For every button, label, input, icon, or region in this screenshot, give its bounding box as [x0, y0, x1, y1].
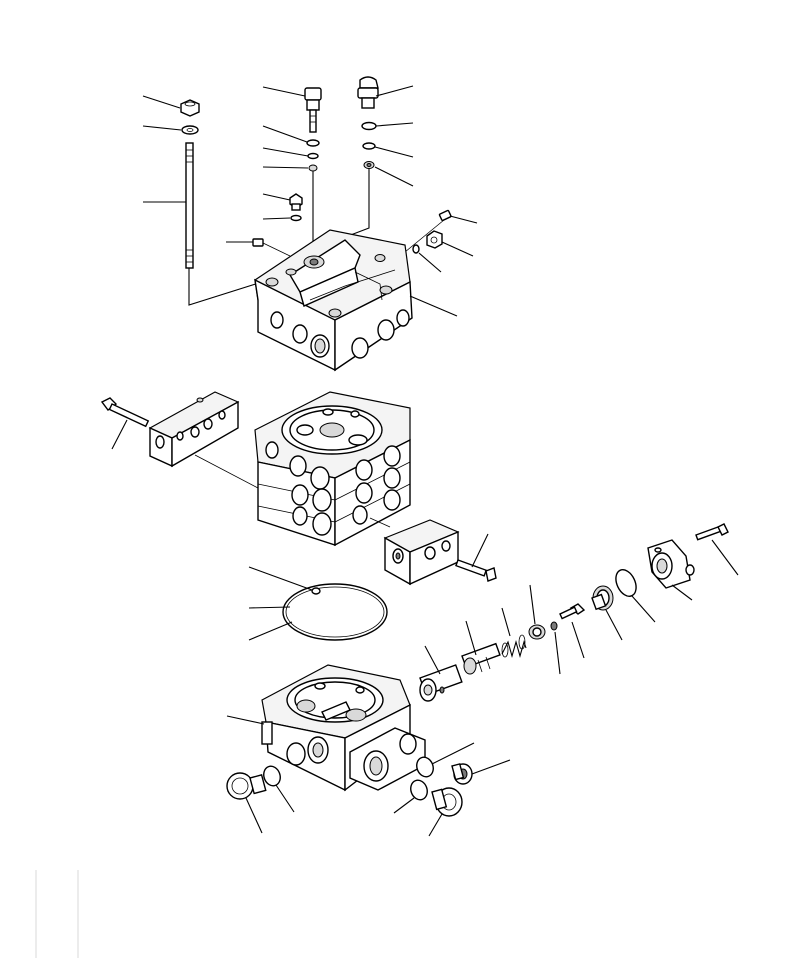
valve-body-bottom [261, 664, 426, 792]
scan-artifact [35, 870, 79, 958]
leader-line [375, 85, 414, 97]
side-block-right [383, 519, 460, 586]
leader-line [275, 784, 295, 813]
side-block-left [148, 391, 240, 468]
hex-bolt [100, 397, 150, 428]
leader-line [226, 715, 265, 725]
leader-line [111, 419, 128, 450]
leader-line [605, 609, 623, 641]
plug [226, 772, 267, 800]
connector-plug [426, 230, 443, 249]
leader-line [424, 645, 441, 675]
leader-line [418, 252, 442, 273]
assembly-line [188, 268, 263, 306]
leader-line [262, 217, 291, 220]
o-ring [362, 142, 376, 150]
leader-line [441, 241, 474, 257]
o-ring [263, 765, 281, 787]
spool [461, 642, 501, 675]
plug [431, 787, 463, 817]
small-plug [289, 193, 303, 211]
leader-line [393, 797, 415, 814]
assembly-line [194, 454, 259, 489]
leader-line [711, 539, 739, 576]
o-ring [410, 779, 428, 801]
o-ring [361, 121, 377, 131]
spool-end [419, 664, 463, 702]
leader-line [671, 584, 693, 601]
leader-line [262, 193, 291, 201]
leader-line [471, 533, 489, 568]
leader-line [245, 797, 263, 834]
stud-bolt [185, 142, 194, 269]
leader-line [409, 295, 458, 317]
leader-line [248, 621, 293, 641]
assembly-line [262, 242, 291, 257]
leader-line [631, 595, 656, 623]
leader-line [262, 166, 309, 169]
washer [181, 125, 199, 135]
leader-line [501, 607, 511, 637]
leader-line [262, 86, 306, 97]
backup-ring [308, 164, 318, 172]
o-ring [307, 152, 319, 160]
set-screw [438, 209, 452, 222]
leader-line [248, 566, 313, 591]
leader-line [449, 215, 478, 224]
leader-line [529, 584, 536, 625]
small-washer [550, 621, 558, 631]
ring-bore [366, 163, 372, 167]
leader-line [248, 606, 291, 609]
hex-bolt [695, 523, 729, 541]
set-screw [252, 238, 264, 247]
leader-line [142, 95, 181, 109]
bolt [559, 603, 586, 620]
leader-line [428, 813, 443, 837]
plug [357, 76, 379, 109]
assembly-line [404, 219, 445, 253]
valve-section-stack [254, 391, 411, 547]
leader-line [374, 146, 414, 158]
flange-cover [647, 539, 695, 589]
o-ring [290, 214, 302, 222]
o-ring [306, 139, 320, 147]
o-ring [412, 244, 420, 254]
valve-section-top [254, 229, 413, 372]
leader-line [262, 125, 308, 143]
leader-line [465, 620, 477, 656]
leader-line [375, 122, 414, 127]
leader-line [142, 125, 182, 131]
leader-line [374, 166, 414, 187]
hex-nut [180, 99, 200, 117]
plug [451, 763, 473, 785]
relief-valve-cartridge [304, 87, 322, 133]
leader-line [471, 759, 511, 775]
leader-line [571, 621, 585, 659]
gasket-o-ring [282, 583, 388, 641]
leader-line [431, 742, 475, 765]
leader-line [554, 631, 561, 675]
spring-seat [528, 624, 546, 640]
leader-line [262, 147, 309, 157]
assembly-line [347, 168, 370, 237]
hex-bolt [455, 559, 497, 582]
o-ring [615, 569, 637, 597]
assembly-line [369, 517, 391, 528]
spring [501, 634, 527, 659]
spool-cap [591, 585, 614, 611]
